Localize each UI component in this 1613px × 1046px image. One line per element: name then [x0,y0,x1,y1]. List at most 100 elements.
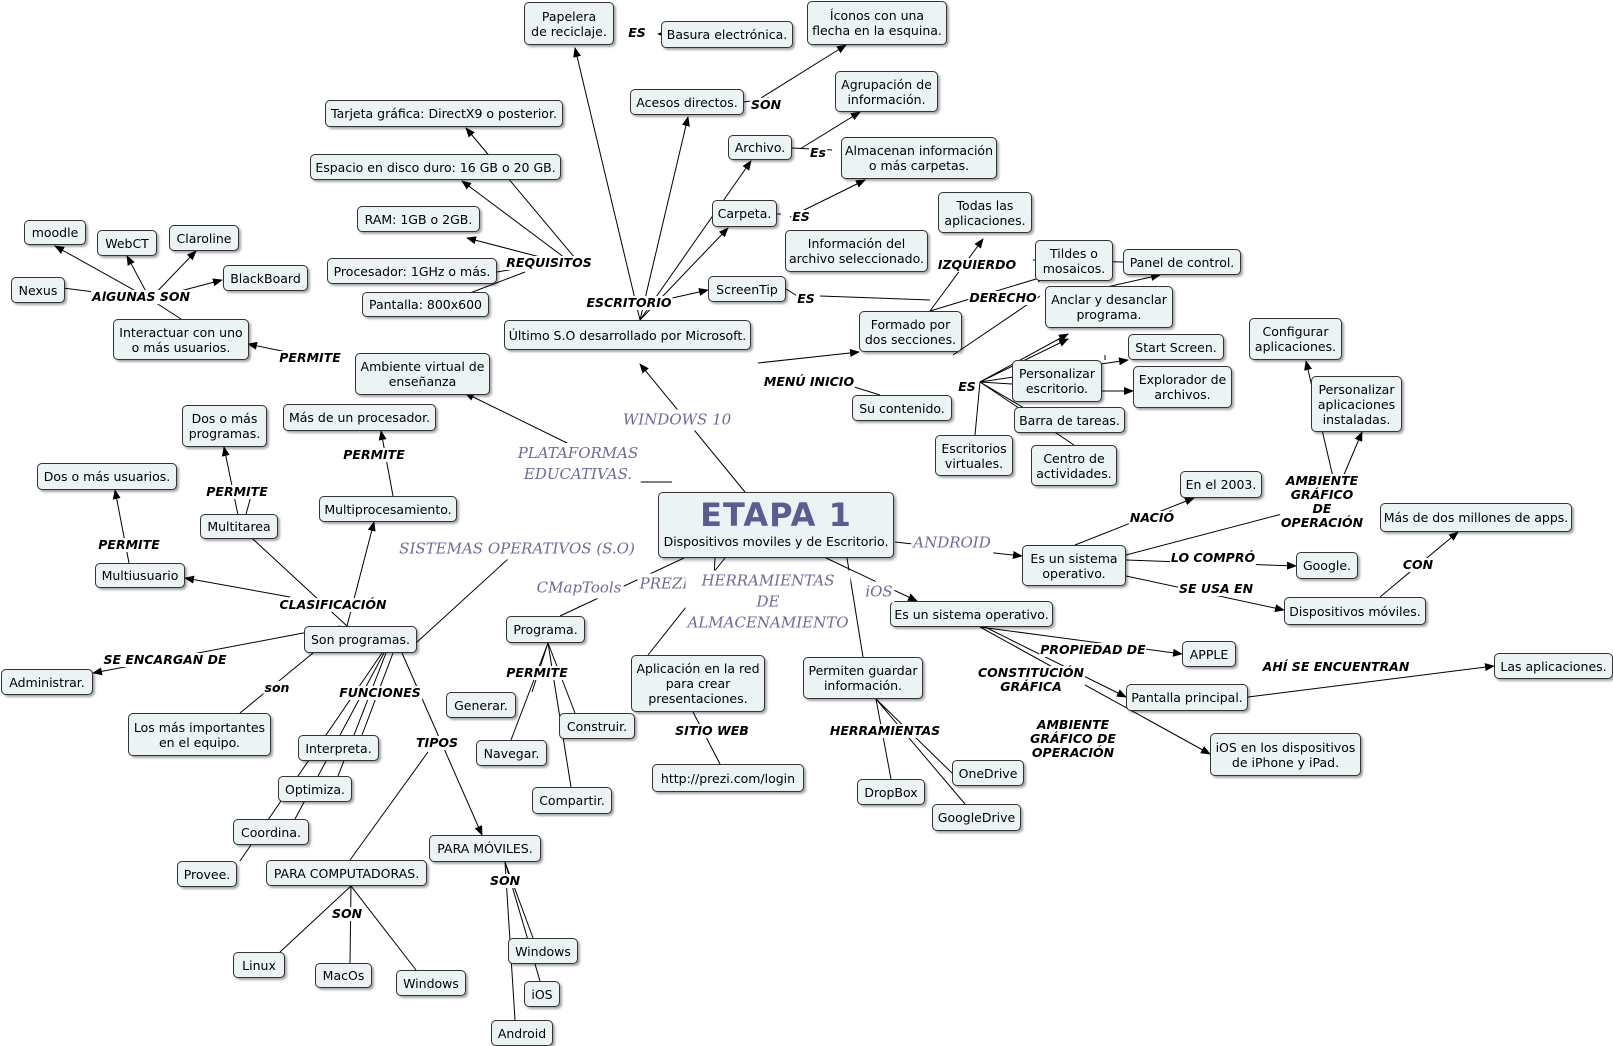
node-carpeta[interactable]: Carpeta. [712,200,777,227]
node-accesos[interactable]: Acesos directos. [630,89,744,115]
node-pantallaprincipal[interactable]: Pantalla principal. [1126,684,1248,711]
link-permite: PERMITE [342,447,406,462]
node-tarjeta[interactable]: Tarjeta gráfica: DirectX9 o posterior. [325,100,563,127]
node-multiproc[interactable]: Multiprocesamiento. [319,496,457,522]
node-compartir[interactable]: Compartir. [532,787,612,814]
connector-line [1247,663,1495,698]
node-esunsistema[interactable]: Es un sistema operativo. [890,601,1053,627]
connector-line [875,698,966,805]
link-propiedad-de: PROPIEDAD DE [1039,642,1147,657]
node-lasaplicaciones[interactable]: Las aplicaciones. [1494,653,1613,679]
connector-line [639,160,752,321]
node-masproc[interactable]: Más de un procesador. [283,404,436,431]
node-windows-computadoras[interactable]: Windows [396,970,466,996]
node-barra[interactable]: Barra de tareas. [1014,407,1125,433]
main-concept-node[interactable]: ETAPA 1 Dispositivos moviles y de Escrit… [658,492,894,558]
node-optimiza[interactable]: Optimiza. [278,776,352,802]
link-permite: PERMITE [205,484,269,499]
node-prezi-url[interactable]: http://prezi.com/login [652,764,804,792]
node-dropbox[interactable]: DropBox [857,779,925,805]
main-subtitle: Dispositivos moviles y de Escritorio. [663,534,889,549]
node-programa[interactable]: Programa. [506,616,585,643]
link-escritorio: ESCRITORIO [585,295,673,310]
node-multitarea[interactable]: Multitarea [200,514,278,539]
node-navegar[interactable]: Navegar. [476,740,547,766]
node-blackboard[interactable]: BlackBoard [223,265,308,291]
link-clasificacion: CLASIFICACIÓN [278,597,388,612]
node-onedrive[interactable]: OneDrive [952,760,1024,786]
category-sistemas-operativos: SISTEMAS OPERATIVOS (S.O) [397,538,637,560]
node-google[interactable]: Google. [1296,552,1358,579]
node-dosusuarios[interactable]: Dos o más usuarios. [37,463,177,490]
node-administrar[interactable]: Administrar. [1,669,93,695]
node-panel[interactable]: Panel de control. [1123,249,1241,275]
node-nexus[interactable]: Nexus [11,277,65,303]
connector-line [639,116,690,321]
link-con: CON [1401,557,1435,572]
node-construir[interactable]: Construir. [559,713,635,739]
link-ambiente-grafico: AMBIENTE GRÁFICO DE OPERACIÓN [1029,717,1117,760]
node-sonprogramas[interactable]: Son programas. [304,626,417,653]
node-dispositivos[interactable]: Dispositivos móviles. [1284,597,1426,625]
node-apple[interactable]: APPLE [1182,641,1236,667]
node-ultimo[interactable]: Último S.O desarrollado por Microsoft. [504,320,751,350]
category-plataformas: PLATAFORMAS EDUCATIVAS. [515,443,641,485]
link-ambiente-grafico: AMBIENTE GRÁFICO DE OPERACIÓN [1279,473,1365,530]
connector-line [461,180,566,259]
node-paramov[interactable]: PARA MÓVILES. [429,835,541,862]
node-en2003[interactable]: En el 2003. [1180,471,1262,498]
node-masdedos[interactable]: Más de dos millones de apps. [1380,503,1572,532]
node-paracomp[interactable]: PARA COMPUTADORAS. [266,860,427,886]
node-provee[interactable]: Provee. [177,861,237,887]
node-moodle[interactable]: moodle [24,220,86,245]
node-coordina[interactable]: Coordina. [233,819,309,845]
node-windows-moviles[interactable]: Windows [508,938,578,964]
node-archivo[interactable]: Archivo. [728,135,792,160]
link-se-encargan: SE ENCARGAN DE [102,652,228,667]
node-sucontenido[interactable]: Su contenido. [852,395,952,421]
node-webct[interactable]: WebCT [97,230,157,256]
node-screentip[interactable]: ScreenTip [708,276,786,302]
node-ios-moviles[interactable]: iOS [524,981,560,1007]
link-es: Es [809,145,827,160]
node-multiusuario[interactable]: Multiusuario [95,563,185,588]
node-pantalla[interactable]: Pantalla: 800x600 [362,292,489,317]
node-interpreta[interactable]: Interpreta. [298,735,379,761]
node-macos[interactable]: MacOs [315,963,372,988]
node-espacio[interactable]: Espacio en disco duro: 16 GB o 20 GB. [310,154,561,180]
node-android-moviles[interactable]: Android [491,1020,553,1046]
node-ram[interactable]: RAM: 1GB o 2GB. [357,206,480,232]
connector-line [875,698,892,780]
node-googledrive[interactable]: GoogleDrive [932,804,1021,831]
node-linux[interactable]: Linux [233,952,285,978]
node-generar[interactable]: Generar. [446,692,516,718]
node-startscreen[interactable]: Start Screen. [1128,334,1224,360]
node-basura[interactable]: Basura electrónica. [661,21,793,48]
node-claroline[interactable]: Claroline [169,225,239,251]
node-procesador[interactable]: Procesador: 1GHz o más. [327,258,497,284]
connector-line [349,751,429,861]
